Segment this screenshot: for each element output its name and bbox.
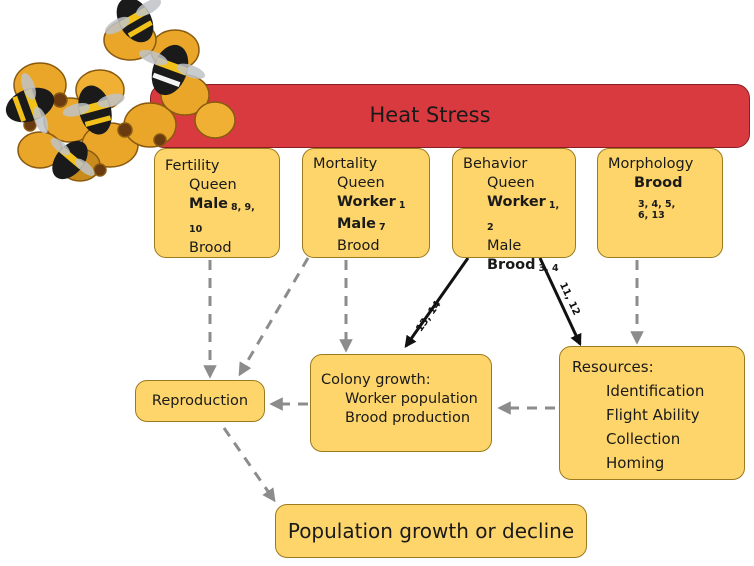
behavior-queen: Queen <box>487 175 535 191</box>
population-label: Population growth or decline <box>287 518 575 543</box>
arrow-reproduction-population <box>222 427 276 503</box>
reproduction-label: Reproduction <box>151 392 249 409</box>
fertility-male-refs: 8, 9, 10 <box>189 202 255 235</box>
behavior-title: Behavior <box>463 156 528 172</box>
reproduction-box: Reproduction <box>135 380 265 422</box>
arrow-mortality-reproduction <box>238 257 310 377</box>
behavior-brood-refs: 3, 4 <box>538 263 559 274</box>
edge-label-behavior-colony: 13, 14 <box>414 299 443 334</box>
mortality-male-refs: 7 <box>379 222 386 233</box>
fertility-title: Fertility <box>165 158 220 174</box>
resources-item: Identification <box>606 382 705 400</box>
morphology-brood: Brood <box>634 175 683 191</box>
behavior-brood: Brood <box>487 257 536 273</box>
morphology-box: Morphology Brood 3, 4, 5,6, 13 <box>597 148 723 258</box>
arrow-behavior-colony <box>404 257 470 348</box>
fertility-queen: Queen <box>189 177 237 193</box>
resources-item: Collection <box>606 430 681 448</box>
mortality-male: Male <box>337 216 377 232</box>
resources-item: Flight Ability <box>606 406 700 424</box>
fertility-male: Male <box>189 196 229 212</box>
bees <box>5 0 206 180</box>
colony-brood-production: Brood production <box>345 410 471 426</box>
morphology-brood-row: Brood 3, 4, 5,6, 13 <box>608 174 712 221</box>
colony-growth-title: Colony growth: <box>321 372 431 388</box>
morphology-brood-refs-line1: 3, 4, 5, <box>638 199 676 210</box>
bees-honeycomb-illustration <box>5 0 236 182</box>
mortality-worker: Worker <box>337 194 396 210</box>
mortality-queen: Queen <box>337 175 385 191</box>
mortality-title: Mortality <box>313 156 378 172</box>
morphology-brood-refs-line2: 6, 13 <box>638 210 665 221</box>
resources-item: Homing <box>606 454 665 472</box>
resources-title: Resources: <box>572 358 654 376</box>
behavior-worker-refs: 1, 2 <box>487 200 560 233</box>
resources-box: Resources: Identification Flight Ability… <box>559 346 745 480</box>
morphology-brood-refs: 3, 4, 5,6, 13 <box>638 199 675 221</box>
mortality-worker-refs: 1 <box>398 200 406 211</box>
heat-stress-banner <box>150 84 750 148</box>
population-box: Population growth or decline <box>275 504 587 558</box>
mortality-brood: Brood <box>337 238 380 254</box>
behavior-male: Male <box>487 238 522 254</box>
colony-worker-population: Worker population <box>345 391 478 407</box>
arrow-behavior-resources <box>538 257 582 347</box>
heat-stress-title: Heat Stress <box>369 103 491 127</box>
behavior-worker: Worker <box>487 194 546 210</box>
fertility-brood: Brood <box>189 240 232 256</box>
colony-growth-box: Colony growth: Worker population Brood p… <box>310 354 492 452</box>
morphology-title: Morphology <box>608 156 694 172</box>
